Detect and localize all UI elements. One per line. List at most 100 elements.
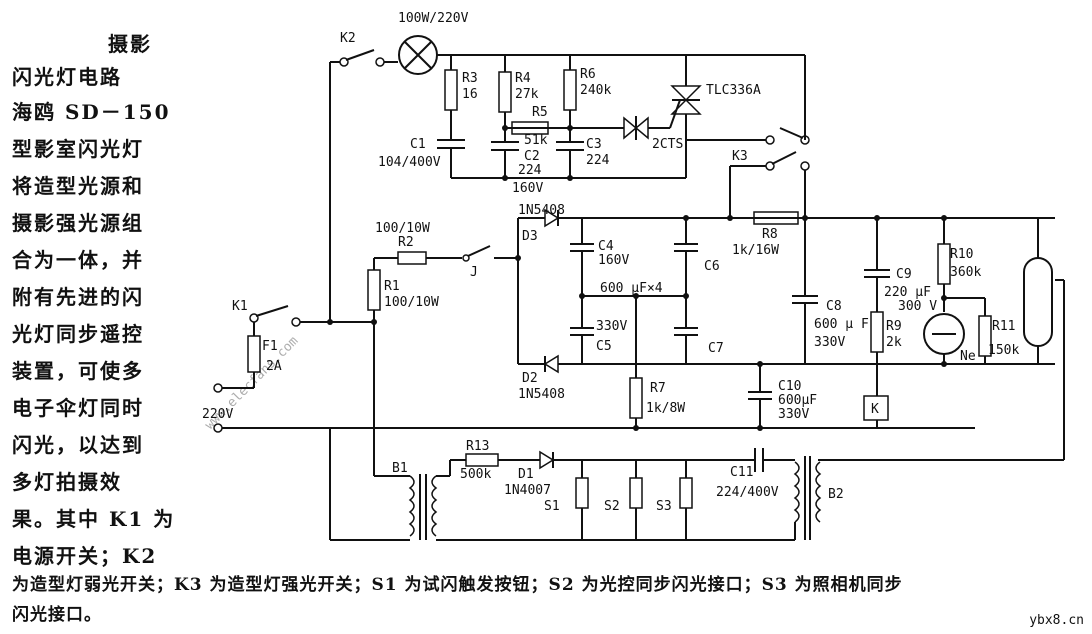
resistor-r3 [444, 69, 458, 111]
label-s1: S1 [544, 499, 560, 514]
label-c5-voltage: 330V [596, 319, 627, 334]
label-r4-value: 27k [515, 87, 539, 102]
label-k2: K2 [340, 31, 356, 46]
label-r9: R9 [886, 319, 902, 334]
label-c9-voltage: 300 V [898, 299, 937, 314]
desc-line: 光灯同步遥控 [12, 322, 144, 346]
label-c9-value: 220 μF [884, 285, 931, 300]
resistor-r10 [937, 243, 951, 285]
trigger-triac [623, 55, 702, 178]
triac-tlc336a [670, 85, 702, 102]
charge-input [367, 245, 521, 322]
label-r7-value: 1k/8W [646, 401, 685, 416]
label-mains: 220V [202, 407, 233, 422]
label-c5: C5 [596, 339, 612, 354]
k2-lamp-branch [329, 35, 686, 322]
mains-terminal [213, 383, 223, 393]
mains-input [213, 322, 975, 433]
desc-line: 装置，可使多 [12, 359, 144, 383]
flash-tube-icon [1023, 257, 1053, 347]
label-r5-value: 51k [524, 133, 548, 148]
transformer-b1 [408, 475, 415, 537]
label-f1-rating: 2A [266, 359, 282, 374]
sync-trigger-circuit [329, 322, 822, 541]
label-2cts: 2CTS [652, 137, 683, 152]
label-r6: R6 [580, 67, 596, 82]
label-c2-value: 224 [518, 163, 542, 178]
label-r2: R2 [398, 235, 414, 250]
jack-s3 [679, 477, 693, 509]
desc-line: 海鸥 SD－150 [12, 100, 171, 124]
label-ne: Ne [960, 349, 976, 364]
label-r6-value: 240k [580, 83, 611, 98]
label-r11: R11 [992, 319, 1015, 334]
button-s1 [575, 477, 589, 509]
label-r11-value: 150k [988, 343, 1019, 358]
label-d2: D2 [522, 371, 538, 386]
label-c2: C2 [524, 149, 540, 164]
label-r3: R3 [462, 71, 478, 86]
switch-k1 [249, 305, 377, 327]
label-b2: B2 [828, 487, 844, 502]
label-b1: B1 [392, 461, 408, 476]
label-r13: R13 [466, 439, 489, 454]
label-c10-value: 600μF [778, 393, 817, 408]
label-r3-value: 16 [462, 87, 478, 102]
label-r8: R8 [762, 227, 778, 242]
label-k3: K3 [732, 149, 748, 164]
desc-line: 合为一体，并 [12, 248, 144, 272]
jack-s2 [629, 477, 643, 509]
label-c9: C9 [896, 267, 912, 282]
desc-line: 电子伞灯同时 [12, 396, 144, 420]
label-r10: R10 [950, 247, 973, 262]
resistor-r4 [498, 71, 512, 113]
transformer-b2 [793, 461, 800, 523]
resistor-r8 [753, 211, 799, 225]
resistor-r9 [870, 311, 884, 353]
label-tlc336a: TLC336A [706, 83, 761, 98]
label-d3-model: 1N5408 [518, 203, 565, 218]
label-c3: C3 [586, 137, 602, 152]
label-r2-value: 100/10W [375, 221, 430, 236]
label-c11-value: 224/400V [716, 485, 779, 500]
desc-line: 摄影强光源组 [12, 211, 144, 235]
desc-line: 果。其中 K1 为 [12, 507, 176, 531]
brand-mark: ybx8.cn [1029, 613, 1084, 628]
label-c7: C7 [708, 341, 724, 356]
label-d3: D3 [522, 229, 538, 244]
label-r5: R5 [532, 105, 548, 120]
label-k: K [871, 402, 879, 417]
bottom-caption-line2: 闪光接口。 [12, 605, 102, 625]
voltage-doubler [517, 208, 1055, 431]
label-c10-voltage: 330V [778, 407, 809, 422]
label-c3-value: 224 [586, 153, 610, 168]
diode-d3 [544, 208, 560, 228]
switch-k3 [686, 54, 810, 218]
label-c8-voltage: 330V [814, 335, 845, 350]
label-lamp: 100W/220V [398, 11, 469, 26]
label-r10-value: 360k [950, 265, 981, 280]
resistor-r6 [563, 69, 577, 111]
heading-line1: 摄影 [108, 32, 152, 56]
diode-d2 [543, 354, 559, 374]
desc-line: 闪光，以达到 [12, 433, 144, 457]
label-c8: C8 [826, 299, 842, 314]
label-s3: S3 [656, 499, 672, 514]
label-c4-value: 160V [598, 253, 629, 268]
desc-line: 将造型光源和 [12, 174, 144, 198]
label-c1: C1 [410, 137, 426, 152]
label-r13-value: 500k [460, 467, 491, 482]
relay-contact-j [467, 245, 491, 257]
dimmer-network [437, 55, 686, 181]
resistor-r2 [397, 251, 427, 265]
desc-line: 附有先进的闪 [12, 285, 144, 309]
label-d1: D1 [518, 467, 534, 482]
label-c1-value: 104/400V [378, 155, 441, 170]
label-c8-value: 600 μ F [814, 317, 869, 332]
resistor-r7 [629, 377, 643, 419]
label-c4: C4 [598, 239, 614, 254]
label-cap-array: 600 μF×4 [600, 281, 663, 296]
label-s2: S2 [604, 499, 620, 514]
label-r9-value: 2k [886, 335, 902, 350]
